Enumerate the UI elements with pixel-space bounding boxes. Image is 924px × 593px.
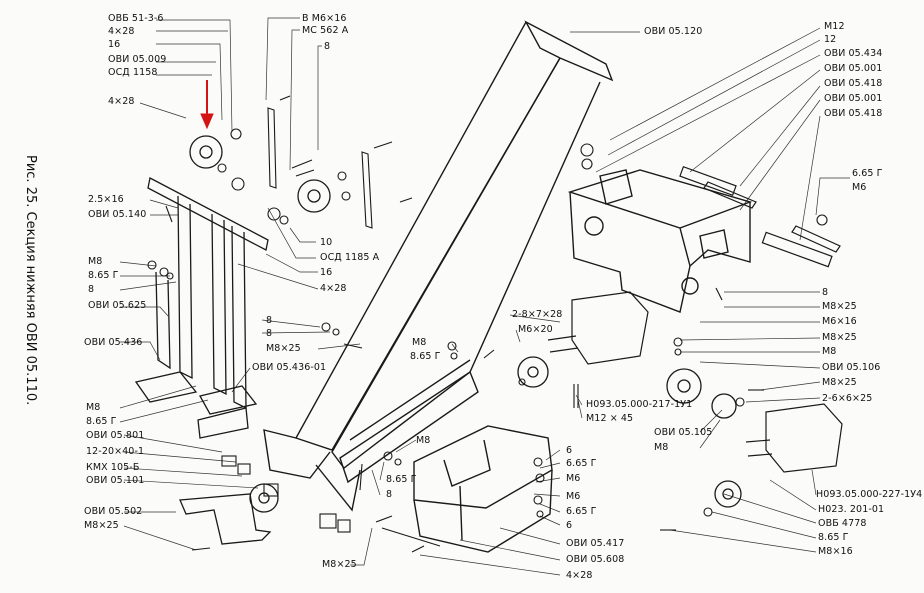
- label-washer-8-d: 8: [266, 328, 273, 339]
- label-nut-m8-d: М8: [86, 402, 101, 413]
- label-ms-562a: МС 562 А: [302, 25, 349, 36]
- label-washer-10: 10: [320, 237, 333, 248]
- label-ovi-05-001-a: ОВИ 05.001: [824, 63, 883, 74]
- leader-lines: [119, 17, 850, 576]
- label-washer-8-65g-b: 8.65 Г: [410, 351, 441, 362]
- label-bolt-m8x25-a: М8×25: [266, 343, 301, 354]
- label-washer-8-e: 8: [822, 287, 829, 298]
- label-bolt-m8x16: М8×16: [818, 546, 853, 557]
- label-ovi-05-801: ОВИ 05.801: [86, 430, 145, 441]
- label-bolt-m8x25-c: М8×25: [822, 332, 857, 343]
- sprockets: [189, 135, 742, 513]
- label-nut-m8-b: М8: [412, 337, 427, 348]
- label-washer-16-a: 16: [108, 39, 121, 50]
- label-osd-1158: ОСД 1158: [108, 67, 158, 78]
- housing-block: [567, 169, 753, 313]
- label-ovb-4778: ОВБ 4778: [818, 518, 867, 529]
- label-ovi-05-436-01: ОВИ 05.436-01: [252, 362, 327, 373]
- label-bolt-m6x20: М6×20: [518, 324, 553, 335]
- label-washer-12: 12: [824, 34, 837, 45]
- label-nut-m8-c: М8: [822, 346, 837, 357]
- label-bolt-m8x25-d: М8×25: [822, 377, 857, 388]
- red-indicator-arrow: [200, 80, 214, 130]
- label-osd-1185a: ОСД 1185 А: [320, 252, 380, 263]
- fasteners: [147, 95, 828, 553]
- label-pin-2-5x16: 2.5×16: [88, 194, 124, 205]
- label-pin-4x28-c: 4×28: [320, 283, 347, 294]
- label-key-2-6x6x25: 2-6×6×25: [822, 393, 873, 404]
- label-ovi-05-417: ОВИ 05.417: [566, 538, 625, 549]
- label-nut-m6-a: М6: [852, 182, 867, 193]
- label-washer-16-b: 16: [320, 267, 333, 278]
- label-key-2-8x7x28: 2-8×7×28: [512, 309, 563, 320]
- label-washer-8-65g-d: 8.65 Г: [386, 474, 417, 485]
- label-bolt-m8x25-e: М8×25: [84, 520, 119, 531]
- label-ovi-05-120: ОВИ 05.120: [644, 26, 703, 37]
- figure-caption: Рис. 25. Секция нижняя ОВИ 05.110.: [23, 155, 38, 406]
- label-ovi-05-434: ОВИ 05.434: [824, 48, 883, 59]
- label-nut-m6-c: М6: [566, 491, 581, 502]
- label-ovi-05-625: ОВИ 05.625: [88, 300, 147, 311]
- label-washer-8-f: 8: [386, 489, 393, 500]
- label-pin-4x28-b: 4×28: [108, 96, 135, 107]
- label-bushing-12-20x40-1: 12-20×40-1: [86, 446, 145, 457]
- label-ovi-05-105: ОВИ 05.105: [654, 427, 713, 438]
- inclined-chute: [263, 20, 614, 512]
- label-ovi-05-436: ОВИ 05.436: [84, 337, 143, 348]
- label-washer-8-65g-a: 8.65 Г: [88, 270, 119, 281]
- label-bolt-m8x25-b: М8×25: [822, 301, 857, 312]
- label-ovi-05-101: ОВИ 05.101: [86, 475, 145, 486]
- label-pin-4x28-d: 4×28: [566, 570, 593, 581]
- label-bolt-m8x25-f: М8×25: [322, 559, 357, 570]
- label-ovi-05-608: ОВИ 05.608: [566, 554, 625, 565]
- label-washer-6-a: 6: [566, 445, 573, 456]
- label-washer-8-b: 8: [88, 284, 95, 295]
- label-nut-m6-b: М6: [566, 473, 581, 484]
- label-washer-8-65g-e: 8.65 Г: [818, 532, 849, 543]
- label-washer-8-c: 8: [266, 315, 273, 326]
- label-ovi-05-001-b: ОВИ 05.001: [824, 93, 883, 104]
- label-washer-8-a: 8: [324, 41, 331, 52]
- label-ovb-51-3-6: ОВБ 51-3-6: [108, 13, 164, 24]
- lower-bracket: [155, 271, 272, 545]
- label-kmkh-105-b: КМХ 105-Б: [86, 462, 140, 473]
- trough-hopper: [413, 425, 553, 553]
- label-bolt-m6x16: В М6×16: [302, 13, 347, 24]
- label-washer-6-65g-a: 6.65 Г: [852, 168, 883, 179]
- frame-posts: [134, 177, 269, 439]
- label-gearbox-n093-227: Н093.05.000-227-1У4: [816, 489, 923, 500]
- label-nut-m8-a: М8: [88, 256, 103, 267]
- label-ovi-05-418-a: ОВИ 05.418: [824, 78, 883, 89]
- label-ovi-05-418-b: ОВИ 05.418: [824, 108, 883, 119]
- label-n023-201-01: Н023. 201-01: [818, 504, 885, 515]
- label-washer-6-65g-c: 6.65 Г: [566, 506, 597, 517]
- label-washer-6-65g-b: 6.65 Г: [566, 458, 597, 469]
- label-ovi-05-106: ОВИ 05.106: [822, 362, 881, 373]
- label-washer-8-65g-c: 8.65 Г: [86, 416, 117, 427]
- label-ovi-05-502: ОВИ 05.502: [84, 506, 143, 517]
- label-bolt-m12x45: М12 × 45: [586, 413, 634, 424]
- label-washer-6-b: 6: [566, 520, 573, 531]
- label-bolt-m6x16: М6×16: [822, 316, 857, 327]
- label-ovi-05-009: ОВИ 05.009: [108, 54, 167, 65]
- label-nut-m8-f: М8: [416, 435, 431, 446]
- label-nut-m12: М12: [824, 21, 845, 32]
- label-nut-m8-e: М8: [654, 442, 669, 453]
- label-ovi-05-140: ОВИ 05.140: [88, 209, 147, 220]
- label-gearbox-n093-217: Н093.05.000-217-1У1: [586, 399, 693, 410]
- brush-strips: [679, 165, 841, 268]
- label-pin-4x28-a: 4×28: [108, 26, 135, 37]
- gearboxes: [547, 291, 843, 473]
